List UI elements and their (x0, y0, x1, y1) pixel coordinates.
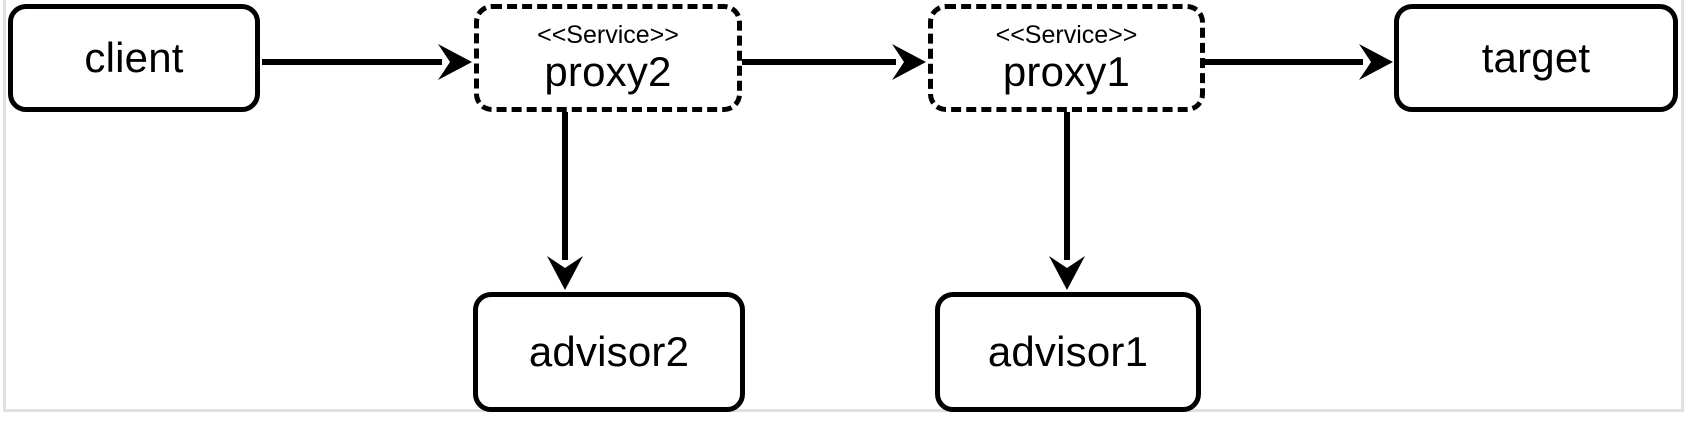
node-proxy2[interactable]: <<Service>> proxy2 (474, 4, 742, 112)
node-proxy1-label: proxy1 (1002, 48, 1131, 96)
node-proxy1-stereotype: <<Service>> (995, 20, 1138, 49)
node-proxy2-label: proxy2 (544, 48, 672, 96)
node-proxy1[interactable]: <<Service>> proxy1 (928, 4, 1205, 112)
node-client[interactable]: client (8, 4, 260, 112)
node-advisor2[interactable]: advisor2 (473, 292, 745, 412)
node-advisor1-label: advisor1 (987, 327, 1149, 375)
node-target[interactable]: target (1394, 4, 1678, 112)
node-advisor1[interactable]: advisor1 (935, 292, 1201, 412)
node-proxy2-stereotype: <<Service>> (537, 20, 679, 49)
node-target-label: target (1481, 33, 1591, 81)
node-advisor2-label: advisor2 (528, 327, 690, 375)
node-client-label: client (84, 33, 184, 81)
